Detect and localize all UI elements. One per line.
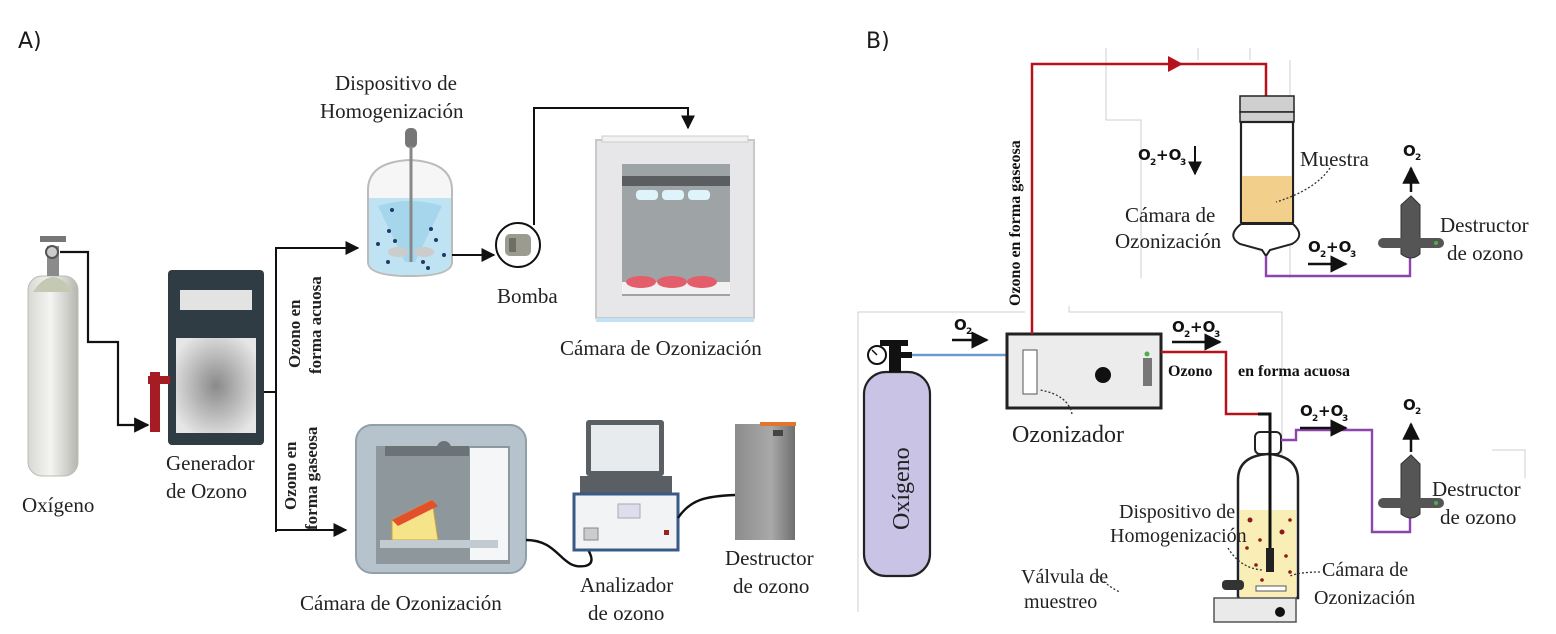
- panel-b: B) Oxígeno O 2: [857, 29, 1529, 623]
- generator-label-line1: Generador: [166, 451, 255, 475]
- svg-text:+O: +O: [1326, 238, 1351, 256]
- destructor-label-line2: de ozono: [733, 574, 809, 598]
- mix-right-mid-annotation: O 2 +O 3: [1172, 318, 1222, 351]
- ozone-analyzer-icon: [572, 420, 680, 552]
- o2-out-bottom-annotation: O 2: [1403, 396, 1421, 417]
- panel-a-label: A): [18, 29, 42, 54]
- chamber-b-top-line2: Ozonización: [1115, 229, 1222, 253]
- svg-text:3: 3: [1214, 330, 1220, 340]
- o2-in-annotation: O 2: [952, 316, 989, 349]
- aqueous-label-line1: Ozono en: [285, 299, 304, 368]
- exhaust-bottom-line: [1281, 428, 1412, 534]
- pump-icon: [495, 222, 541, 268]
- analyzer-to-destructor-cable: [677, 493, 736, 519]
- svg-text:O: O: [954, 316, 967, 334]
- homogenizer-label-line2: Homogenización: [320, 99, 464, 123]
- svg-text:2: 2: [1150, 158, 1156, 168]
- svg-text:3: 3: [1180, 158, 1186, 168]
- homogenizer-tank-icon: [367, 128, 453, 278]
- svg-text:O: O: [1300, 402, 1313, 420]
- gaseous-label-line2: forma gaseosa: [302, 426, 321, 530]
- svg-text:3: 3: [1350, 250, 1356, 260]
- chamber-b-top-line1: Cámara de: [1125, 203, 1215, 227]
- svg-text:O: O: [1172, 318, 1185, 336]
- oxygen-cylinder-icon: [27, 236, 79, 477]
- ozonation-chamber-b-top-icon: [1232, 95, 1331, 258]
- homogenizer-label-line1: Dispositivo de: [335, 71, 457, 95]
- analyzer-label-line1: Analizador: [580, 573, 673, 597]
- ozone-generator-icon: [148, 270, 264, 445]
- svg-text:O: O: [1308, 238, 1321, 256]
- aqueous-b-label-a: Ozono: [1168, 363, 1212, 380]
- pump-to-chamber-line: [533, 107, 695, 225]
- svg-text:2: 2: [1415, 407, 1421, 417]
- destructor-b-top-line1: Destructor: [1440, 213, 1529, 237]
- ozonation-chamber-bottom-icon: [355, 424, 527, 574]
- destructor-label-line1: Destructor: [725, 546, 814, 570]
- svg-text:O: O: [1138, 146, 1151, 164]
- chamber-b-bottom-line1: Cámara de: [1322, 559, 1408, 581]
- ozone-destructor-icon: [735, 422, 796, 540]
- gaseous-label-line1: Ozono en: [281, 441, 300, 510]
- valve-line2: muestreo: [1024, 591, 1097, 613]
- destructor-b-bottom-line1: Destructor: [1432, 477, 1521, 501]
- analyzer-label-line2: de ozono: [588, 601, 664, 625]
- oxygen-feed-line: [60, 250, 150, 433]
- chamber-bottom-label: Cámara de Ozonización: [300, 591, 502, 615]
- mix-down-annotation: O 2 +O 3: [1138, 146, 1202, 176]
- mix-right-top-annotation: O 2 +O 3: [1308, 238, 1356, 273]
- svg-text:2: 2: [1320, 250, 1326, 260]
- gaseous-ozone-b-line: [1030, 62, 1268, 334]
- valve-line1: Válvula de: [1021, 566, 1108, 588]
- ozonation-chamber-top-icon: [595, 135, 755, 322]
- svg-text:2: 2: [1184, 330, 1190, 340]
- homogenizer-b-line2: Homogenización: [1110, 525, 1247, 547]
- exhaust-top-line: [1264, 256, 1412, 278]
- svg-text:O: O: [1403, 396, 1416, 414]
- aqueous-b-label-b: en forma acuosa: [1238, 363, 1350, 380]
- svg-text:+O: +O: [1156, 146, 1181, 164]
- svg-text:O: O: [1403, 142, 1416, 160]
- destructor-b-top-icon: [1378, 166, 1444, 259]
- svg-text:2: 2: [1312, 414, 1318, 424]
- svg-text:+O: +O: [1318, 402, 1343, 420]
- ozonation-chamber-b-bottom-icon: [1213, 431, 1300, 623]
- oxygen-cylinder-b-icon: [862, 340, 932, 578]
- gaseous-b-label: Ozono en forma gaseosa: [1007, 140, 1024, 306]
- pump-label: Bomba: [497, 284, 558, 308]
- callout-lines: [1097, 547, 1321, 593]
- chamber-top-label: Cámara de Ozonización: [560, 336, 762, 360]
- destructor-b-top-line2: de ozono: [1447, 241, 1523, 265]
- sample-label: Muestra: [1300, 147, 1369, 171]
- ozonizer-label: Ozonizador: [1012, 422, 1124, 448]
- oxygen-label: Oxígeno: [22, 493, 94, 517]
- svg-text:2: 2: [1415, 153, 1421, 163]
- flow-arrow-icon: [1168, 56, 1183, 72]
- oxygen-b-label: Oxígeno: [889, 447, 915, 530]
- mix-right-bottom-annotation: O 2 +O 3: [1300, 402, 1348, 437]
- destructor-b-bottom-icon: [1378, 422, 1444, 519]
- o2-out-top-annotation: O 2: [1403, 142, 1421, 163]
- panel-a: A) Oxígeno Generador de Ozono Ozono en f…: [18, 29, 814, 625]
- aqueous-ozone-b-line: [1161, 350, 1258, 416]
- ozonizer-icon: [1005, 332, 1163, 415]
- svg-text:3: 3: [1342, 414, 1348, 424]
- destructor-b-bottom-line2: de ozono: [1440, 505, 1516, 529]
- svg-text:+O: +O: [1190, 318, 1215, 336]
- aqueous-ozone-line: [275, 241, 360, 532]
- generator-label-line2: de Ozono: [166, 479, 247, 503]
- homogenizer-b-line1: Dispositivo de: [1119, 501, 1235, 523]
- panel-b-label: B): [866, 29, 890, 54]
- svg-text:2: 2: [966, 327, 972, 337]
- chamber-b-bottom-line2: Ozonización: [1314, 587, 1415, 609]
- aqueous-label-line2: forma acuosa: [306, 276, 325, 374]
